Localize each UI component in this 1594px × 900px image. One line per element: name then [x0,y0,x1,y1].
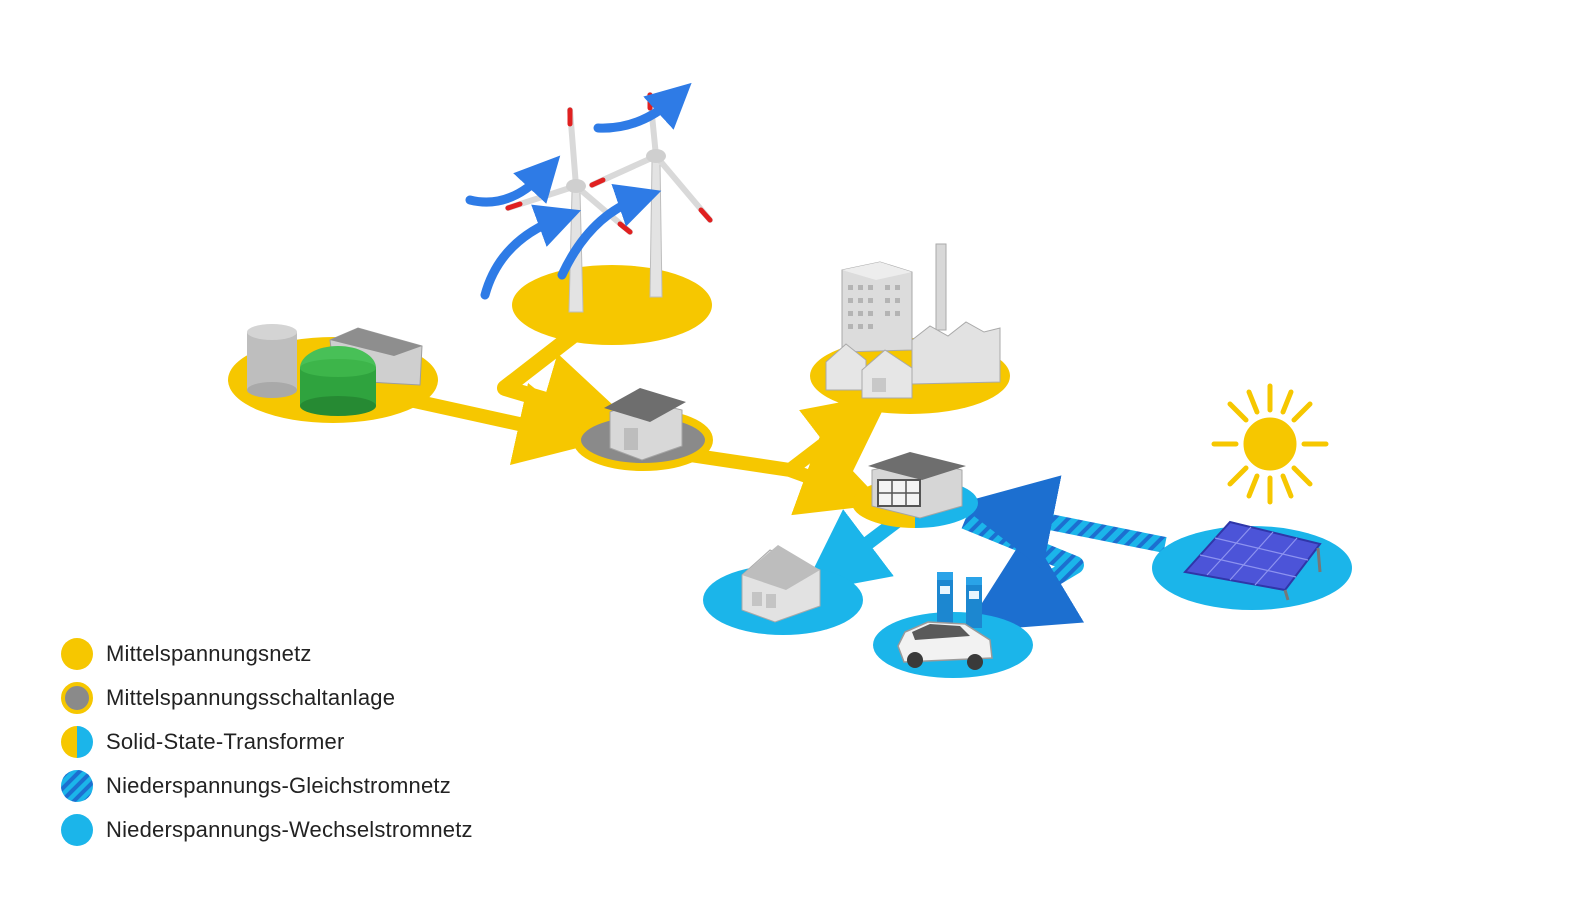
legend: Mittelspannungsnetz Mittelspannungsschal… [60,632,473,852]
legend-label: Niederspannungs-Gleichstromnetz [106,773,451,798]
lv-dc-grid-icon [61,770,93,802]
legend-item: Niederspannungs-Gleichstromnetz [60,764,473,808]
legend-label: Solid-State-Transformer [106,729,345,754]
sun-icon [1211,383,1329,505]
electric-car-icon [897,621,993,670]
path-solar-to-sst [957,475,1167,570]
legend-item: Solid-State-Transformer [60,720,473,764]
path-substation-to-sst [688,436,885,516]
legend-item: Mittelspannungsschaltanlage [60,676,473,720]
mv-grid-icon [61,638,93,670]
legend-label: Niederspannungs-Wechselstromnetz [106,817,473,842]
wind-arrows [465,82,692,300]
path-biogas-to-substation [408,382,602,465]
wind-platform [512,265,712,345]
solar-panel-icon [1183,520,1322,601]
industry-icon [825,243,1001,399]
legend-label: Mittelspannungsnetz [106,641,312,666]
solid-state-transformer-icon [868,452,966,519]
charging-station-icon [937,572,982,628]
solid-state-transformer-legend-icon [61,726,93,758]
legend-item: Mittelspannungsnetz [60,632,473,676]
medium-voltage-paths [408,323,892,516]
path-to-industry [785,392,892,477]
mv-switchgear-icon [61,682,93,714]
house-icon [741,545,821,623]
lv-ac-grid-icon [61,814,93,846]
legend-item: Niederspannungs-Wechselstromnetz [60,808,473,852]
biogas-plant-icon [247,324,423,416]
low-voltage-dc-paths [957,475,1167,632]
substation-icon [604,388,686,461]
legend-label: Mittelspannungsschaltanlage [106,685,396,710]
